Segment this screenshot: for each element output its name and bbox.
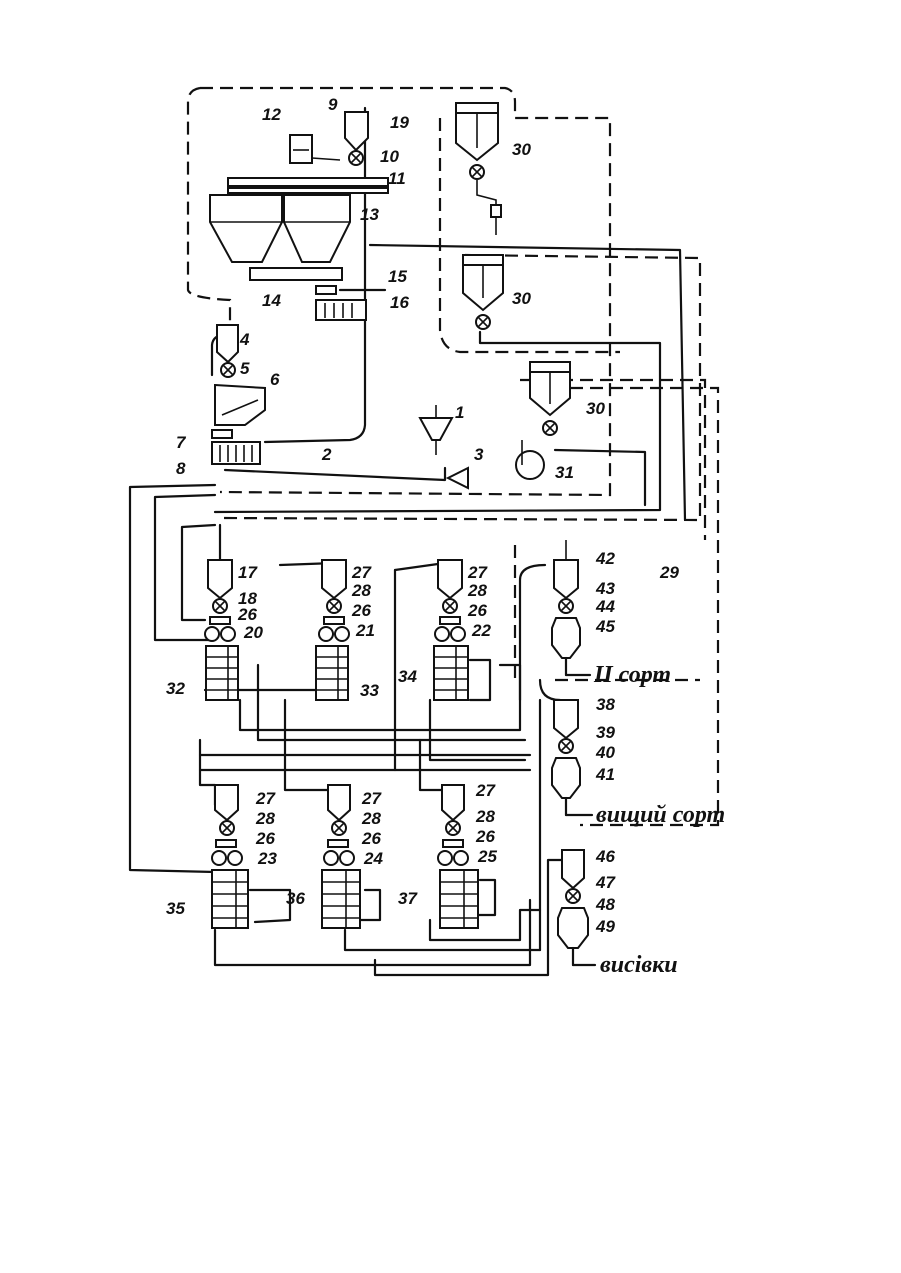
label-44: 44 [595, 597, 615, 616]
label-27e: 27 [475, 781, 496, 800]
label-31: 31 [555, 463, 574, 482]
label-26e: 26 [361, 829, 381, 848]
unit-34 [434, 560, 468, 700]
label-14: 14 [262, 291, 281, 310]
label-30b: 30 [512, 289, 531, 308]
label-45: 45 [595, 617, 615, 636]
label-36: 36 [286, 889, 305, 908]
label-38: 38 [596, 695, 615, 714]
label-3: 3 [474, 445, 484, 464]
label-39: 39 [596, 723, 615, 742]
label-10: 10 [380, 147, 399, 166]
label-49: 49 [595, 917, 615, 936]
label-15: 15 [388, 267, 407, 286]
label-8: 8 [176, 459, 186, 478]
label-2: 2 [321, 445, 332, 464]
fan-31 [516, 451, 544, 479]
label-47: 47 [595, 873, 616, 892]
fan-3 [448, 468, 468, 488]
bin-13a [210, 195, 282, 262]
label-30a: 30 [512, 140, 531, 159]
cyclone-4 [217, 325, 238, 362]
label-29: 29 [659, 563, 679, 582]
unit-37 [438, 785, 478, 928]
label-41: 41 [595, 765, 615, 784]
conveyor-14 [250, 268, 342, 280]
hopper-1 [420, 418, 452, 440]
label-28e: 28 [475, 807, 495, 826]
label-37: 37 [398, 889, 418, 908]
label-16: 16 [390, 293, 409, 312]
solid-process-lines [130, 108, 685, 975]
label-35: 35 [166, 899, 185, 918]
label-21: 21 [355, 621, 375, 640]
output-bran [558, 850, 595, 965]
label-27b: 27 [467, 563, 488, 582]
bin-13b [284, 195, 350, 262]
label-25: 25 [477, 847, 497, 866]
label-9: 9 [328, 95, 338, 114]
output-premium [552, 700, 592, 815]
label-26f: 26 [475, 827, 495, 846]
output-units [552, 540, 595, 965]
machine-16 [316, 300, 366, 320]
label-27a: 27 [351, 563, 372, 582]
reception-section [210, 112, 468, 488]
label-24: 24 [363, 849, 383, 868]
label-1: 1 [455, 403, 464, 422]
label-12: 12 [262, 105, 281, 124]
label-20: 20 [243, 623, 263, 642]
label-7: 7 [176, 433, 187, 452]
label-27d: 27 [361, 789, 382, 808]
label-17: 17 [238, 563, 258, 582]
output-label-premium: вищий сорт [596, 802, 725, 828]
label-13: 13 [360, 205, 379, 224]
unit-36 [322, 785, 360, 928]
label-28c: 28 [255, 809, 275, 828]
label-26c: 26 [467, 601, 487, 620]
label-42: 42 [595, 549, 615, 568]
label-43: 43 [595, 579, 615, 598]
unit-33 [316, 560, 349, 700]
label-26d: 26 [255, 829, 275, 848]
output-grade2 [552, 540, 590, 675]
output-label-bran: висівки [600, 952, 678, 978]
label-26a: 26 [237, 605, 257, 624]
label-28b: 28 [467, 581, 487, 600]
label-33: 33 [360, 681, 379, 700]
feeder-7 [212, 430, 232, 438]
label-34: 34 [398, 667, 417, 686]
label-5: 5 [240, 359, 250, 378]
label-26b: 26 [351, 601, 371, 620]
tank-12 [290, 135, 312, 163]
label-28d: 28 [361, 809, 381, 828]
label-19: 19 [390, 113, 409, 132]
label-46: 46 [595, 847, 615, 866]
label-11: 11 [388, 169, 406, 188]
label-30c: 30 [586, 399, 605, 418]
machine-6 [215, 385, 265, 425]
label-22: 22 [471, 621, 491, 640]
conveyor-11 [228, 178, 388, 186]
unit-35 [212, 785, 248, 928]
output-label-grade2: ІІ сорт [593, 662, 671, 688]
label-48: 48 [595, 895, 615, 914]
unit-32 [205, 560, 238, 700]
label-32: 32 [166, 679, 185, 698]
label-40: 40 [595, 743, 615, 762]
label-28a: 28 [351, 581, 371, 600]
label-4: 4 [239, 330, 250, 349]
label-6: 6 [270, 370, 280, 389]
label-23: 23 [257, 849, 277, 868]
feeder-15 [316, 286, 336, 294]
label-27c: 27 [255, 789, 276, 808]
